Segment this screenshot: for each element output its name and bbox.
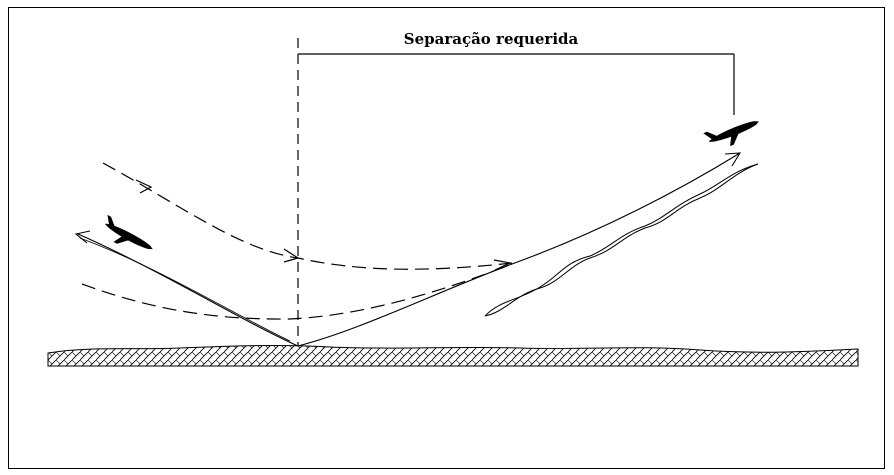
separation-label: Separação requerida bbox=[404, 30, 579, 48]
leading-aircraft-path-inner bbox=[79, 237, 291, 342]
wake-trajectory-upper bbox=[102, 162, 513, 270]
ground-surface bbox=[47, 344, 859, 367]
wake-trajectory-lower bbox=[81, 263, 513, 320]
wake-arrow-upper-1 bbox=[135, 179, 153, 194]
departure-path-arrow bbox=[724, 152, 742, 167]
aircraft-left-icon bbox=[105, 214, 153, 250]
wake-arrow-upper-2 bbox=[283, 248, 300, 263]
leading-path-arrow bbox=[74, 230, 91, 244]
aircraft-right-icon bbox=[703, 121, 759, 147]
wake-vortex-strand-a bbox=[484, 163, 759, 317]
wake-arrow-upper-3 bbox=[493, 259, 512, 271]
departure-flight-path bbox=[297, 152, 741, 347]
diagram-frame bbox=[8, 7, 885, 469]
leading-aircraft-path bbox=[77, 233, 299, 347]
wake-vortex-strand-b bbox=[484, 163, 759, 317]
